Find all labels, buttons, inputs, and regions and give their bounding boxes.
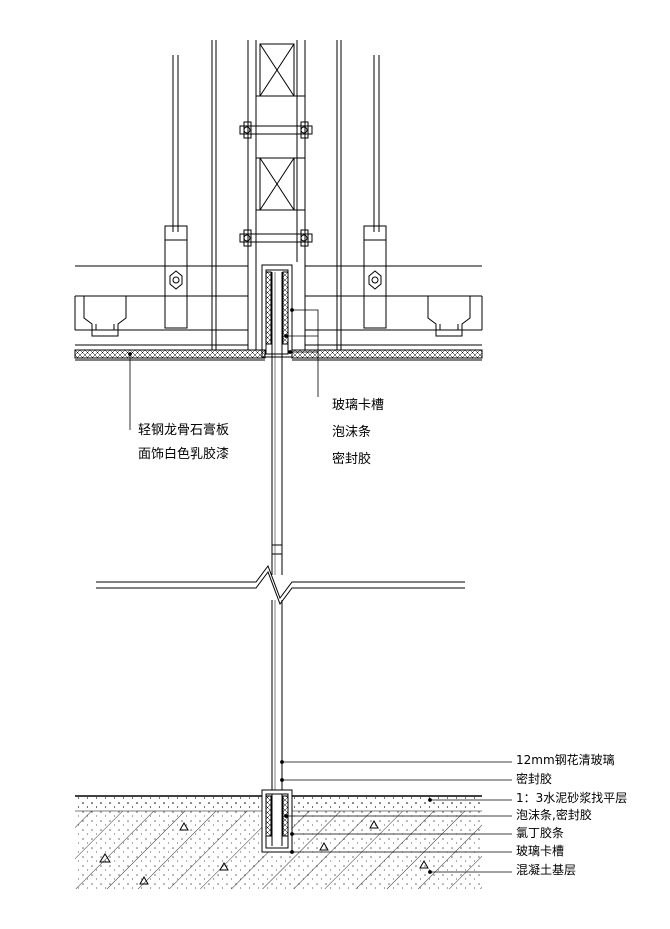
label-sealant-top: 密封胶 <box>332 452 372 467</box>
ceiling-structure <box>74 40 483 361</box>
label-latex-paint: 面饰白色乳胶漆 <box>138 447 230 462</box>
label-foam-sealant-bottom: 泡沫条,密封胶 <box>516 808 592 822</box>
label-sealant-bottom: 密封胶 <box>516 772 553 786</box>
label-neoprene-strip: 氯丁胶条 <box>516 826 565 840</box>
label-foam-strip-top: 泡沫条 <box>332 425 372 440</box>
floor-section <box>75 789 482 889</box>
label-concrete-base: 混凝土基层 <box>516 863 577 877</box>
label-glass-channel-top: 玻璃卡槽 <box>332 398 385 413</box>
leader-lines <box>128 308 512 874</box>
glass-pane <box>96 272 465 848</box>
label-glass-channel-bottom: 玻璃卡槽 <box>516 844 565 858</box>
label-gypsum-board: 轻钢龙骨石膏板 <box>138 423 230 438</box>
label-mortar-layer: 1：3水泥砂浆找平层 <box>516 791 628 805</box>
label-tempered-glass: 12mm钢花清玻璃 <box>516 753 615 767</box>
